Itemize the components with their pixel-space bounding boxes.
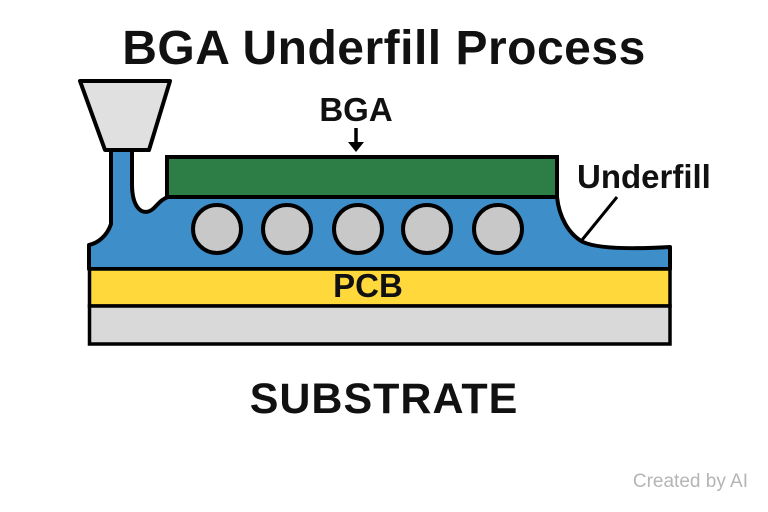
underfill-label: Underfill	[577, 158, 711, 195]
pcb-label: PCB	[333, 267, 403, 304]
bga-label: BGA	[319, 91, 392, 128]
bga-pointer-arrow-icon	[348, 128, 364, 152]
solder-ball	[332, 203, 384, 255]
underfill-leader-line	[580, 196, 619, 241]
solder-ball	[401, 203, 453, 255]
solder-ball-row	[191, 203, 524, 255]
diagram-title: BGA Underfill Process	[122, 22, 646, 75]
watermark-text: Created by AI	[633, 471, 748, 492]
dispenser-nozzle	[78, 79, 172, 152]
solder-ball	[191, 203, 243, 255]
substrate-layer	[87, 304, 672, 346]
solder-ball	[472, 203, 524, 255]
bga-chip	[165, 155, 559, 199]
solder-ball	[261, 203, 313, 255]
substrate-label: SUBSTRATE	[250, 375, 519, 423]
